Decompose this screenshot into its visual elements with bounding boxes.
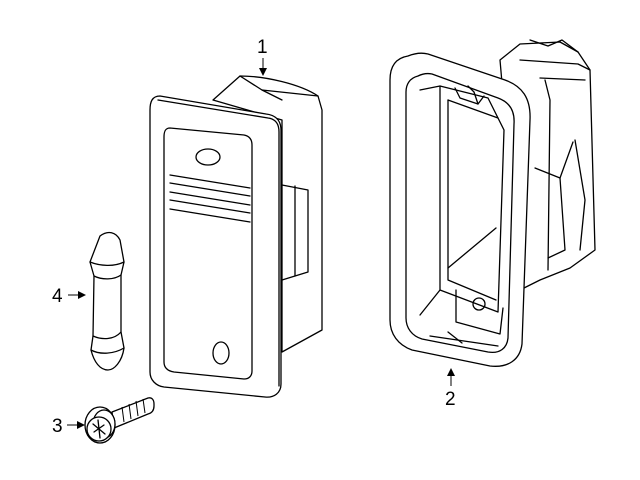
callout-label-3: 3	[52, 416, 63, 437]
lamp-housing-assembly	[389, 39, 596, 367]
callout-1: 1	[257, 37, 268, 76]
callout-4: 4	[52, 286, 86, 307]
lamp-lens-assembly	[149, 75, 323, 398]
callout-3: 3	[52, 416, 85, 437]
callout-label-1: 1	[257, 37, 268, 58]
callout-label-4: 4	[52, 286, 63, 307]
bulb	[89, 231, 125, 371]
callout-label-2: 2	[445, 389, 456, 410]
screw	[84, 397, 155, 444]
callout-2: 2	[445, 368, 456, 410]
